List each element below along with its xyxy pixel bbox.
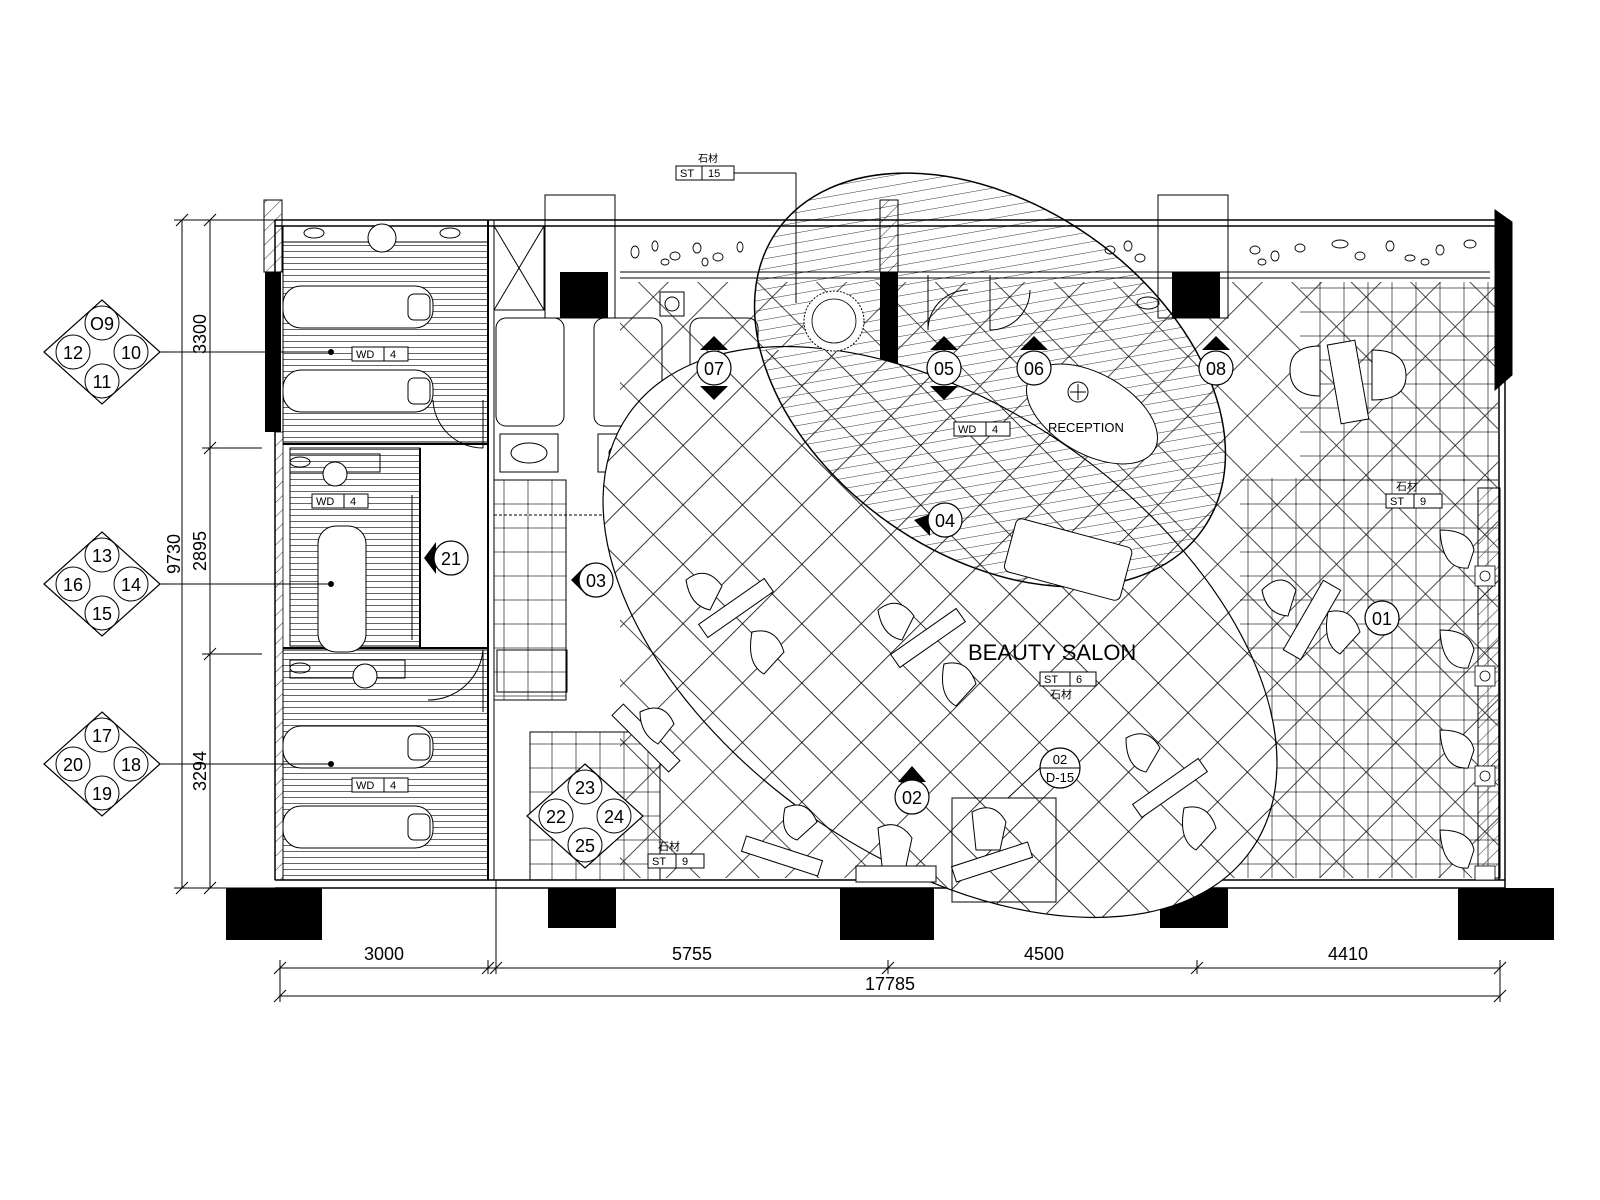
reception-label: RECEPTION: [1048, 420, 1124, 435]
svg-text:25: 25: [575, 836, 595, 856]
styling-chairs: [611, 339, 1475, 883]
spa-wing: [282, 220, 495, 881]
svg-text:D-15: D-15: [1046, 770, 1074, 785]
svg-text:24: 24: [604, 807, 624, 827]
dimension-segment: 4500: [1024, 944, 1064, 964]
svg-text:石材: 石材: [1050, 687, 1072, 701]
svg-text:4: 4: [992, 424, 998, 436]
svg-text:23: 23: [575, 778, 595, 798]
dimension-segment: 3000: [364, 944, 404, 964]
elevation-marker: 03: [571, 562, 614, 598]
svg-text:20: 20: [63, 755, 83, 775]
material-tag: ST 6 石材: [1039, 671, 1097, 701]
entrance-doors: [927, 275, 1160, 331]
svg-text:4: 4: [390, 780, 396, 792]
svg-text:11: 11: [93, 372, 112, 392]
horizontal-dimensions: [273, 880, 1507, 1003]
dimension-segment: 2895: [190, 531, 210, 571]
salon-floor: [500, 172, 1498, 950]
elevation-marker: 01: [1364, 600, 1400, 636]
svg-text:WD: WD: [356, 349, 374, 361]
svg-text:19: 19: [92, 784, 112, 804]
elevation-marker: 04: [914, 502, 963, 538]
dimension-total-horizontal: 17785: [865, 974, 915, 994]
elevation-marker: 02: [894, 766, 930, 815]
svg-text:石材: 石材: [658, 839, 680, 853]
vertical-dimensions: [174, 213, 275, 895]
dimension-segment: 3300: [190, 314, 210, 354]
svg-text:9: 9: [682, 856, 688, 868]
dimension-segment: 3294: [190, 751, 210, 791]
detail-callout: 02 D-15: [951, 747, 1081, 903]
dimension-segment: 5755: [672, 944, 712, 964]
dimension-total-vertical: 9730: [164, 534, 184, 574]
svg-text:12: 12: [63, 343, 83, 363]
svg-text:WD: WD: [356, 780, 374, 792]
svg-text:4: 4: [350, 496, 356, 508]
svg-text:石材: 石材: [1396, 479, 1418, 493]
left-wall-hatch: [274, 431, 284, 881]
index-group: 17 20 18 19: [43, 711, 334, 817]
material-tag: WD 4: [953, 421, 1011, 437]
mirror-stations: [1474, 565, 1496, 881]
pebble-planter-left: [630, 240, 744, 267]
index-group: 13 16 14 15: [43, 531, 334, 637]
svg-text:15: 15: [708, 168, 720, 180]
svg-text:22: 22: [546, 807, 566, 827]
svg-text:02: 02: [902, 788, 922, 808]
svg-text:07: 07: [704, 359, 724, 379]
svg-text:13: 13: [92, 546, 112, 566]
index-group: O9 12 10 11: [43, 299, 334, 405]
elevation-marker: 21: [424, 540, 469, 576]
material-tag: 石材 ST 9: [647, 839, 705, 869]
svg-text:14: 14: [121, 575, 141, 595]
material-tag: WD 4: [311, 493, 369, 509]
dimension-segment: 4410: [1328, 944, 1368, 964]
svg-text:10: 10: [121, 343, 141, 363]
svg-text:21: 21: [441, 549, 461, 569]
svg-text:08: 08: [1206, 359, 1226, 379]
material-tag: 石材 ST 9: [1385, 479, 1443, 509]
svg-text:06: 06: [1024, 359, 1044, 379]
svg-text:石材: 石材: [698, 152, 718, 165]
svg-text:ST: ST: [680, 168, 694, 180]
svg-text:02: 02: [1053, 752, 1067, 767]
svg-text:ST: ST: [1044, 674, 1058, 686]
material-tag: WD 4: [351, 777, 409, 793]
material-tag: 石材 ST 15: [675, 152, 797, 303]
elevation-marker: 05: [926, 336, 962, 400]
svg-text:04: 04: [935, 511, 955, 531]
svg-text:9: 9: [1420, 496, 1426, 508]
svg-text:05: 05: [934, 359, 954, 379]
elevation-marker: 08: [1198, 336, 1234, 386]
svg-text:WD: WD: [958, 424, 976, 436]
pebble-planter-right: [1104, 239, 1477, 266]
svg-text:4: 4: [390, 349, 396, 361]
svg-text:6: 6: [1076, 674, 1082, 686]
svg-text:O9: O9: [90, 314, 114, 334]
svg-text:18: 18: [121, 755, 141, 775]
svg-text:15: 15: [92, 604, 112, 624]
elevation-marker: 07: [696, 336, 732, 400]
svg-text:WD: WD: [316, 496, 334, 508]
material-tag: WD 4: [351, 346, 409, 362]
svg-text:17: 17: [92, 726, 112, 746]
svg-text:03: 03: [586, 571, 606, 591]
svg-text:ST: ST: [1390, 496, 1404, 508]
elevation-marker: 06: [1016, 336, 1052, 386]
room-label: BEAUTY SALON: [968, 640, 1136, 665]
svg-text:ST: ST: [652, 856, 666, 868]
svg-text:16: 16: [63, 575, 83, 595]
index-group: 23 22 24 25: [526, 763, 644, 869]
svg-text:01: 01: [1372, 609, 1392, 629]
